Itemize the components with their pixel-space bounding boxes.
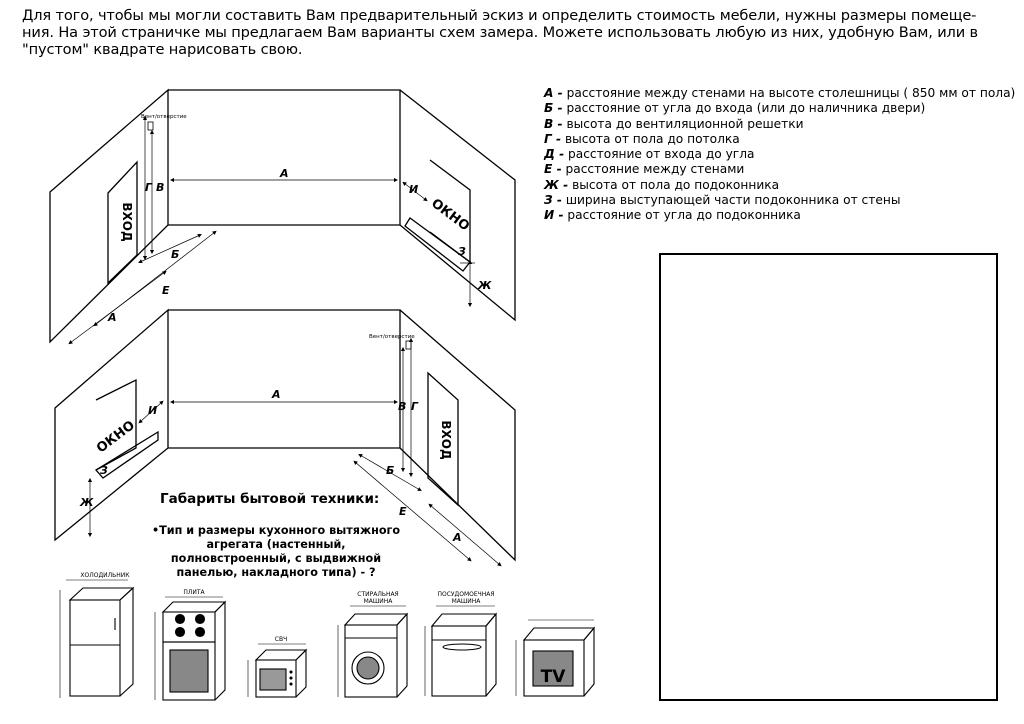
stove-label: ПЛИТА — [183, 589, 205, 596]
appliances-row — [59, 579, 596, 701]
dishwasher-label-1: ПОСУДОМОЕЧНАЯ — [437, 591, 494, 598]
appliance-labels: ХОЛОДИЛЬНИК ПЛИТА СВЧ СТИРАЛЬНАЯ МАШИНА … — [80, 572, 566, 687]
dim-label-g: Г — [411, 400, 419, 413]
dim-label-a-floor: А — [452, 531, 462, 544]
window-label: ОКНО — [428, 196, 472, 234]
dim-label-g: Г — [145, 181, 153, 194]
intro-line-1: Для того, чтобы мы могли составить Вам п… — [22, 7, 977, 24]
legend-item: Ж - высота от пола до подоконника — [544, 177, 780, 192]
legend-item: Е - расстояние между стенами — [544, 162, 745, 177]
fridge-icon — [59, 579, 135, 698]
washer-label-2: МАШИНА — [364, 598, 394, 605]
legend-item: А - расстояние между стенами на высоте с… — [544, 86, 1016, 100]
microwave-label: СВЧ — [275, 636, 287, 643]
dim-label-z: З — [100, 464, 108, 477]
tv-label: TV — [541, 667, 567, 687]
vent-label: Вент/отверстие — [369, 334, 415, 340]
door-label: ВХОД — [439, 420, 453, 459]
legend-item: И - расстояние от угла до подоконника — [544, 208, 801, 223]
legend-item: В - высота до вентиляционной решетки — [544, 116, 804, 131]
room-diagram-top-labels: Вент/отверстие А Г В Б Е А И З Ж ВХОД ОК… — [107, 114, 492, 324]
room-diagram-bottom — [54, 308, 516, 567]
door-label: ВХОД — [120, 202, 134, 241]
fridge-label: ХОЛОДИЛЬНИК — [80, 572, 130, 579]
hood-note: •Тип и размеры кухонного вытяжного агрег… — [151, 524, 401, 579]
room-diagram-top — [49, 88, 516, 345]
legend-item: Б - расстояние от угла до входа (или до … — [544, 101, 926, 116]
intro-line-2: ния. На этой страничке мы предлагаем Вам… — [22, 24, 978, 41]
dishwasher-icon — [424, 605, 498, 697]
microwave-icon — [247, 643, 308, 698]
dimension-legend: А - расстояние между стенами на высоте с… — [544, 86, 1016, 224]
empty-drawing-square[interactable] — [659, 253, 998, 701]
dim-label-b: Б — [386, 464, 394, 477]
intro-text: Для того, чтобы мы могли составить Вам п… — [22, 7, 1007, 58]
legend-item: З - ширина выступающей части подоконника… — [544, 193, 901, 208]
dim-label-a-floor: А — [107, 311, 117, 324]
dim-label-e: Е — [399, 505, 407, 518]
dim-label-v: В — [398, 400, 406, 413]
appliances-title: Габариты бытовой техники: — [160, 491, 380, 507]
dim-label-i: И — [148, 404, 157, 417]
vent-label: Вент/отверстие — [141, 114, 187, 120]
dim-label-v: В — [156, 181, 164, 194]
dishwasher-label-2: МАШИНА — [452, 598, 482, 605]
intro-line-3: "пустом" квадрате нарисовать свою. — [22, 41, 303, 58]
dim-label-a: А — [279, 167, 289, 180]
dim-label-a: А — [271, 388, 281, 401]
dim-label-zh: Ж — [477, 279, 492, 292]
washer-label-1: СТИРАЛЬНАЯ — [357, 591, 398, 598]
dim-label-zh: Ж — [79, 496, 94, 509]
legend-item: Д - расстояние от входа до угла — [544, 147, 755, 162]
dim-label-b: Б — [171, 248, 179, 261]
dim-label-i: И — [409, 183, 418, 196]
tv-icon — [515, 619, 596, 697]
stove-icon — [154, 596, 227, 701]
washing-machine-icon — [337, 605, 409, 698]
dim-label-z: З — [458, 245, 466, 258]
legend-item: Г - высота от пола до потолка — [544, 131, 740, 146]
dim-label-e: Е — [162, 284, 170, 297]
